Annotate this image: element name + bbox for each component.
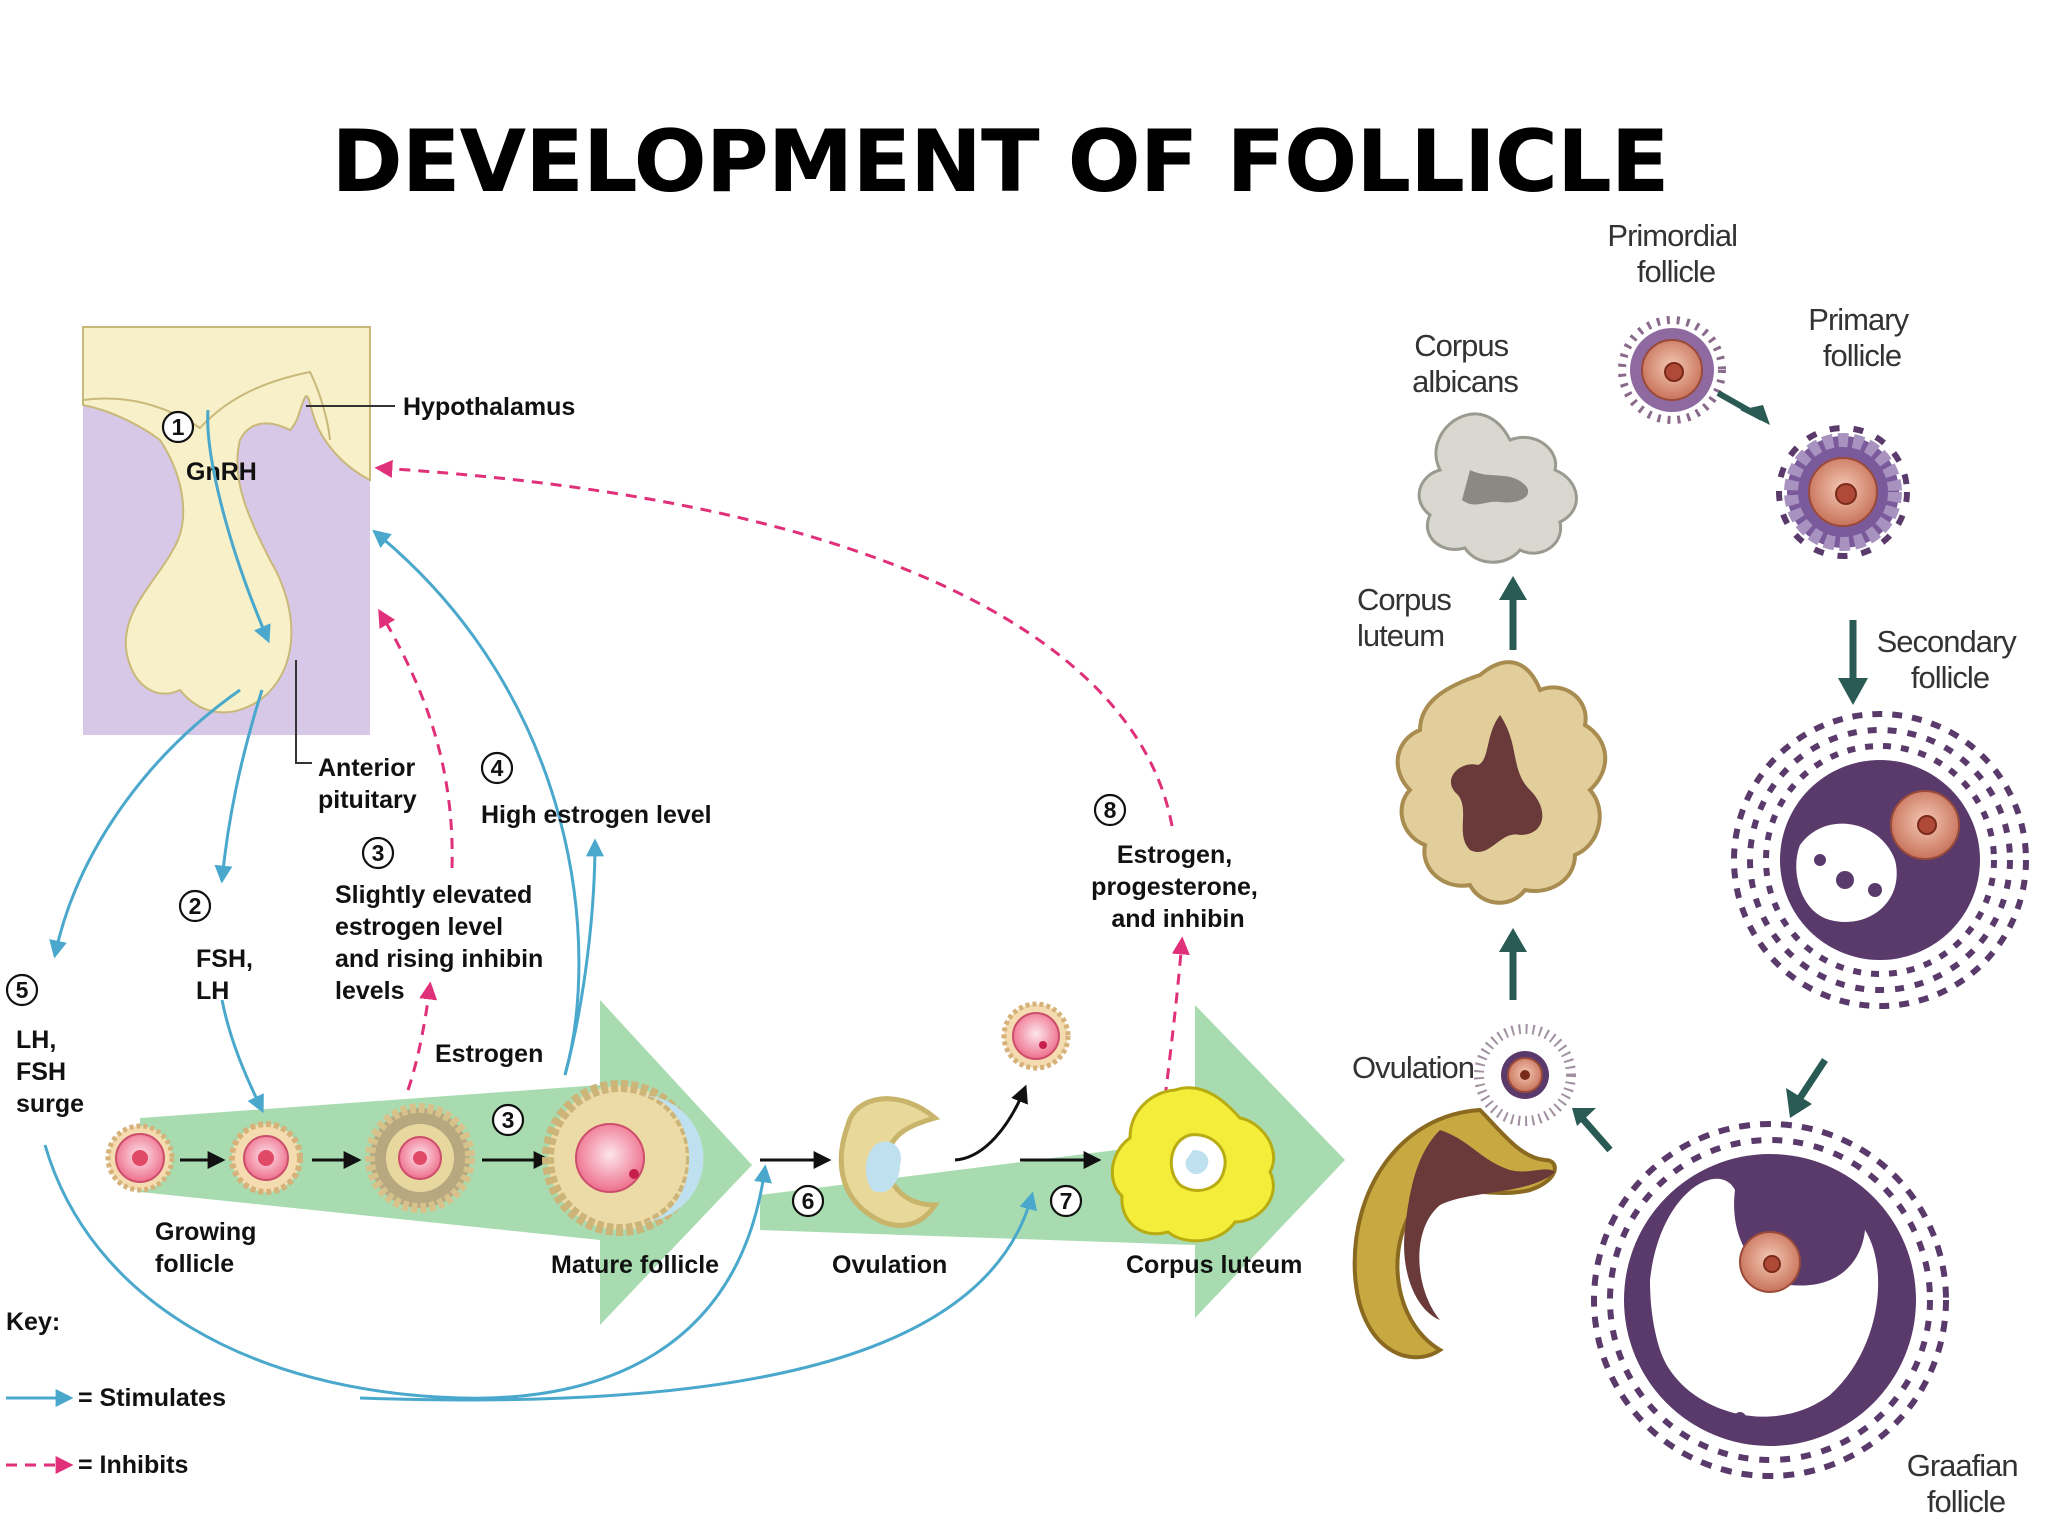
primary-follicle [1779, 428, 1907, 556]
corpus-albicans-label: Corpus albicans [1412, 328, 1518, 399]
growing-follicle-large [370, 1108, 470, 1208]
svg-text:4: 4 [491, 755, 504, 781]
growing-follicle-small [108, 1126, 172, 1190]
svg-text:3: 3 [502, 1107, 515, 1133]
corpus-luteum-right-label: Corpus luteum [1357, 582, 1459, 653]
step-marker-3b: 3 [493, 1105, 523, 1135]
primordial-follicle [1622, 320, 1722, 420]
mature-follicle-label: Mature follicle [551, 1251, 719, 1279]
step-4-text: High estrogen level [481, 801, 712, 829]
step-2-text: FSH, LH [196, 945, 260, 1005]
corpus-albicans [1419, 414, 1576, 562]
graafian-follicle-label: Graafian follicle [1907, 1448, 2026, 1519]
primary-follicle-label: Primary follicle [1808, 302, 1915, 373]
step-5-text: LH, FSH surge [16, 1026, 84, 1118]
key-legend: Key: = Stimulates = Inhibits [6, 1308, 226, 1479]
step-marker-1: 1 [163, 412, 193, 442]
step-marker-2: 2 [180, 891, 210, 921]
svg-text:3: 3 [372, 840, 385, 866]
primary-to-secondary-head [1838, 678, 1868, 705]
corpus-luteum-label: Corpus luteum [1126, 1251, 1302, 1279]
brain-box [83, 327, 370, 735]
primordial-follicle-label: Primordial follicle [1607, 218, 1744, 289]
ovulated-oocyte [1479, 1029, 1571, 1121]
step-marker-6: 6 [793, 1186, 823, 1216]
hypothalamus-label: Hypothalamus [403, 393, 575, 421]
estrogen-label: Estrogen [435, 1040, 543, 1068]
slight-estrogen-inhibit-arrow [380, 612, 452, 868]
key-title: Key: [6, 1308, 60, 1336]
secondary-follicle [1728, 708, 2032, 1012]
svg-text:6: 6 [802, 1188, 815, 1214]
step-marker-5: 5 [7, 975, 37, 1005]
ovulation-label: Ovulation [832, 1251, 947, 1279]
released-oocyte [1004, 1004, 1068, 1068]
growing-follicle-medium [232, 1124, 300, 1192]
primordial-to-primary-shaft [1718, 393, 1762, 418]
hormones-inhibit-arrow [1165, 940, 1182, 1098]
growing-follicle-label: Growing follicle [155, 1218, 263, 1278]
ovulation-right-label: Ovulation [1352, 1050, 1474, 1085]
secondary-follicle-label: Secondary follicle [1877, 624, 2024, 695]
graafian-to-ovulation-shaft [1582, 1118, 1610, 1150]
step-3-text: Slightly elevated estrogen level and ris… [335, 881, 550, 1005]
key-inhibits-label: = Inhibits [78, 1451, 188, 1479]
svg-text:5: 5 [16, 977, 29, 1003]
anterior-pituitary-line-1: Anterior [318, 754, 416, 782]
ovulation-to-luteum-head [1499, 928, 1527, 952]
estrogen-inhibit-arrow [408, 985, 430, 1090]
step-marker-8: 8 [1095, 795, 1125, 825]
anterior-pituitary-label: Anterior pituitary [318, 754, 422, 814]
key-stimulates-label: = Stimulates [78, 1384, 226, 1412]
gnrh-label: GnRH [186, 458, 257, 486]
step-marker-4: 4 [482, 753, 512, 783]
step-marker-7: 7 [1051, 1186, 1081, 1216]
step-marker-3a: 3 [363, 838, 393, 868]
ovulation-rupture [1355, 1110, 1555, 1357]
oocyte-release-arrow [955, 1088, 1025, 1160]
corpus-luteum-right [1398, 662, 1606, 903]
fsh-lh-to-follicle-arrow [222, 1000, 262, 1110]
secondary-to-graafian-head [1786, 1088, 1812, 1118]
svg-text:2: 2 [189, 893, 202, 919]
svg-text:8: 8 [1104, 797, 1117, 823]
graafian-follicle [1588, 1118, 1952, 1482]
secondary-to-graafian-shaft [1800, 1060, 1825, 1098]
step-8-text: Estrogen, progesterone, and inhibin [1091, 841, 1265, 933]
svg-text:1: 1 [172, 414, 185, 440]
svg-text:7: 7 [1060, 1188, 1073, 1214]
anterior-pituitary-line-2: pituitary [318, 786, 417, 814]
luteum-to-albicans-head [1499, 576, 1527, 600]
